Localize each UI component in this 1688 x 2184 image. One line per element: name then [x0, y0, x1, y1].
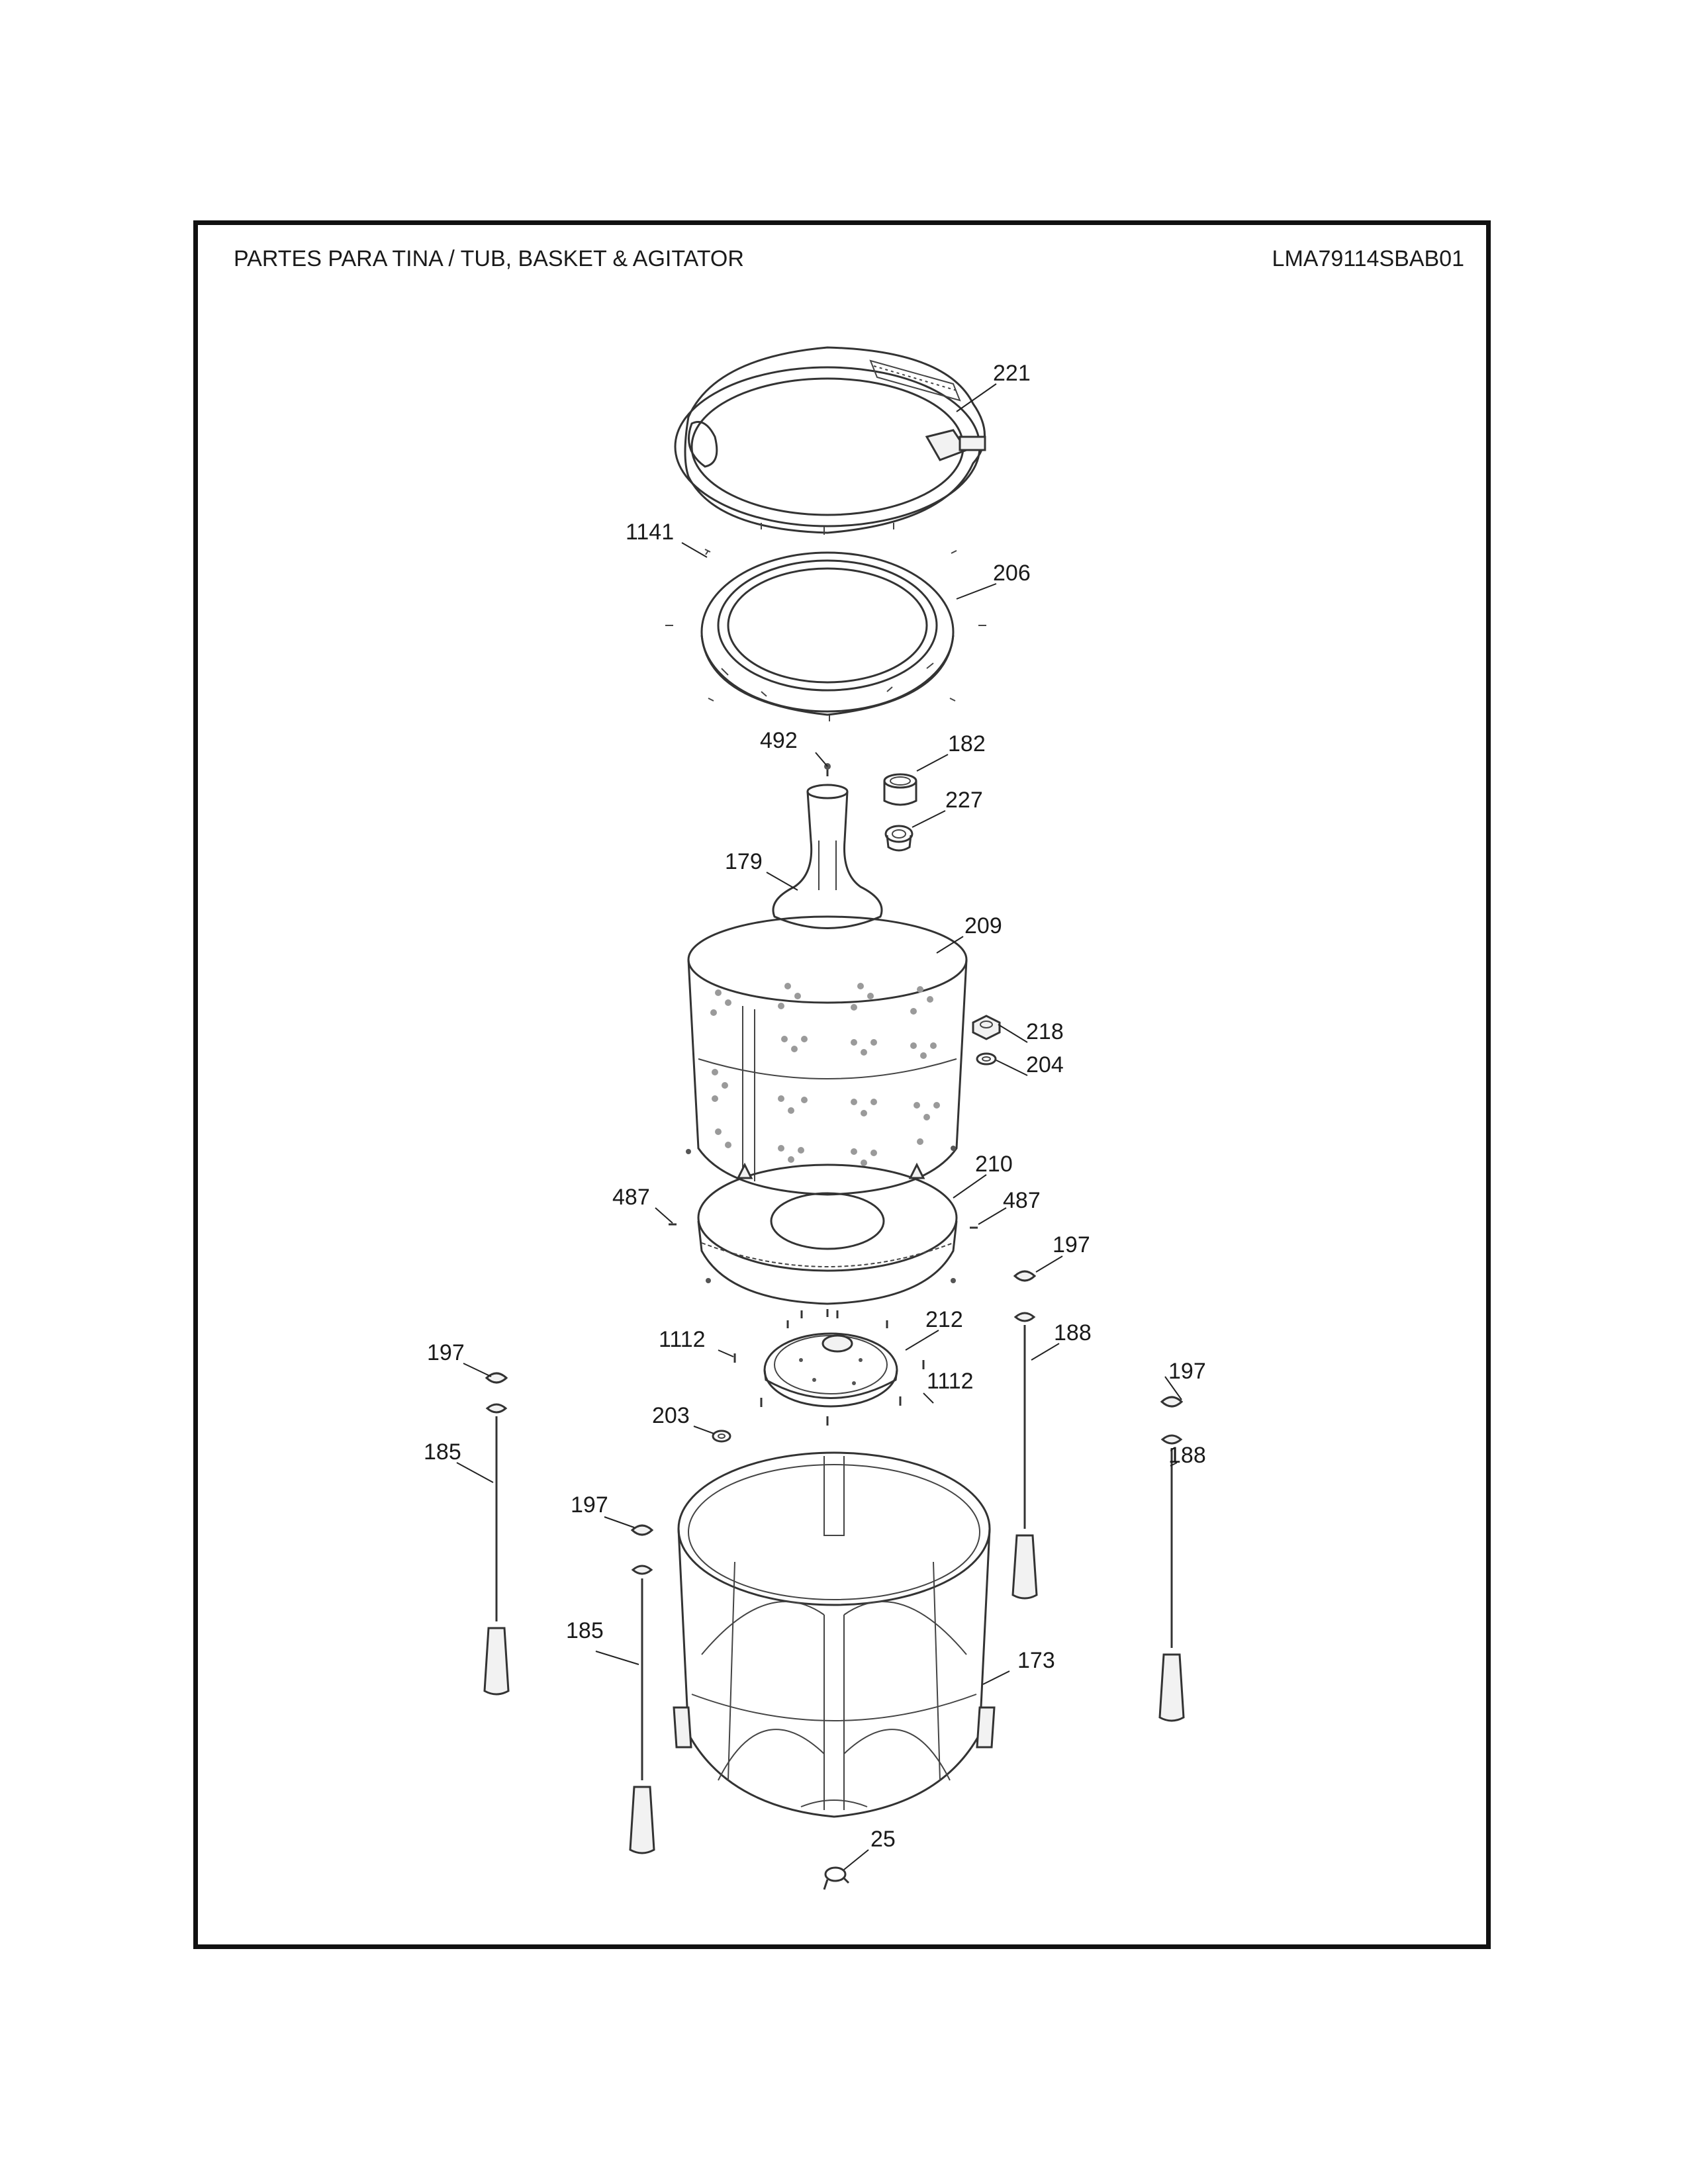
callout-173: 173 — [1017, 1648, 1055, 1673]
callout-197-right: 197 — [1168, 1359, 1206, 1384]
callout-212: 212 — [925, 1307, 963, 1332]
callout-197-center-right: 197 — [1053, 1232, 1090, 1257]
callout-188-center: 188 — [1054, 1320, 1092, 1345]
suspension-cap-197-right — [1160, 1396, 1184, 1408]
callout-25: 25 — [870, 1827, 896, 1852]
callout-197-center-left: 197 — [571, 1492, 608, 1518]
model-number: LMA79114SBAB01 — [1272, 246, 1464, 271]
callout-185-left: 185 — [424, 1439, 461, 1465]
callout-487-right: 487 — [1003, 1188, 1041, 1213]
tub-cover-221 — [674, 346, 986, 535]
callout-221: 221 — [993, 361, 1031, 386]
outer-tub-173 — [673, 1451, 996, 1818]
bushing-227 — [884, 825, 914, 852]
agitator-cap-182 — [883, 773, 917, 806]
suspension-cap-197-left-top — [485, 1372, 508, 1384]
suspension-rod-185-center — [629, 1565, 655, 1854]
washer-203 — [712, 1430, 731, 1443]
callout-185-center: 185 — [566, 1618, 604, 1643]
balance-ring-206 — [700, 551, 955, 716]
callout-227: 227 — [945, 788, 983, 813]
callout-182: 182 — [948, 731, 986, 756]
suspension-cap-197-center-right — [1013, 1270, 1037, 1282]
screw-492 — [824, 763, 831, 776]
nut-218 — [972, 1015, 1001, 1040]
callout-206: 206 — [993, 561, 1031, 586]
leader-lines — [456, 383, 1182, 1870]
callout-209: 209 — [964, 913, 1002, 938]
callout-210: 210 — [975, 1152, 1013, 1177]
callout-203: 203 — [652, 1403, 690, 1428]
callout-labels: 221 1141 206 492 182 227 179 209 218 204… — [424, 361, 1206, 1852]
callout-218: 218 — [1026, 1019, 1064, 1044]
suspension-cap-197-center-left — [630, 1524, 654, 1536]
suspension-rod-188-right — [1158, 1434, 1185, 1722]
callout-179: 179 — [725, 849, 763, 874]
agitator-179 — [772, 784, 883, 929]
callout-204: 204 — [1026, 1052, 1064, 1077]
callout-1112-right: 1112 — [927, 1369, 974, 1394]
diagram-title: PARTES PARA TINA / TUB, BASKET & AGITATO… — [234, 246, 744, 271]
callout-492: 492 — [760, 728, 798, 753]
washer-204 — [976, 1052, 997, 1066]
screws-1112 — [733, 1309, 925, 1426]
basket-base-210 — [697, 1162, 958, 1305]
callout-188-right: 188 — [1168, 1443, 1206, 1468]
callout-1141: 1141 — [626, 520, 674, 545]
callout-1112-left: 1112 — [659, 1327, 706, 1352]
screws-1141 — [665, 549, 986, 721]
hub-212 — [763, 1332, 898, 1408]
basket-209 — [687, 915, 968, 1196]
suspension-rod-188-center — [1011, 1312, 1038, 1600]
suspension-rod-185-left — [483, 1403, 510, 1696]
diagram-frame — [193, 220, 1491, 1949]
callout-487-left: 487 — [612, 1185, 650, 1210]
screws-487 — [669, 1146, 978, 1229]
callout-197-left-top: 197 — [427, 1340, 465, 1365]
hose-clamp-25 — [823, 1866, 850, 1890]
